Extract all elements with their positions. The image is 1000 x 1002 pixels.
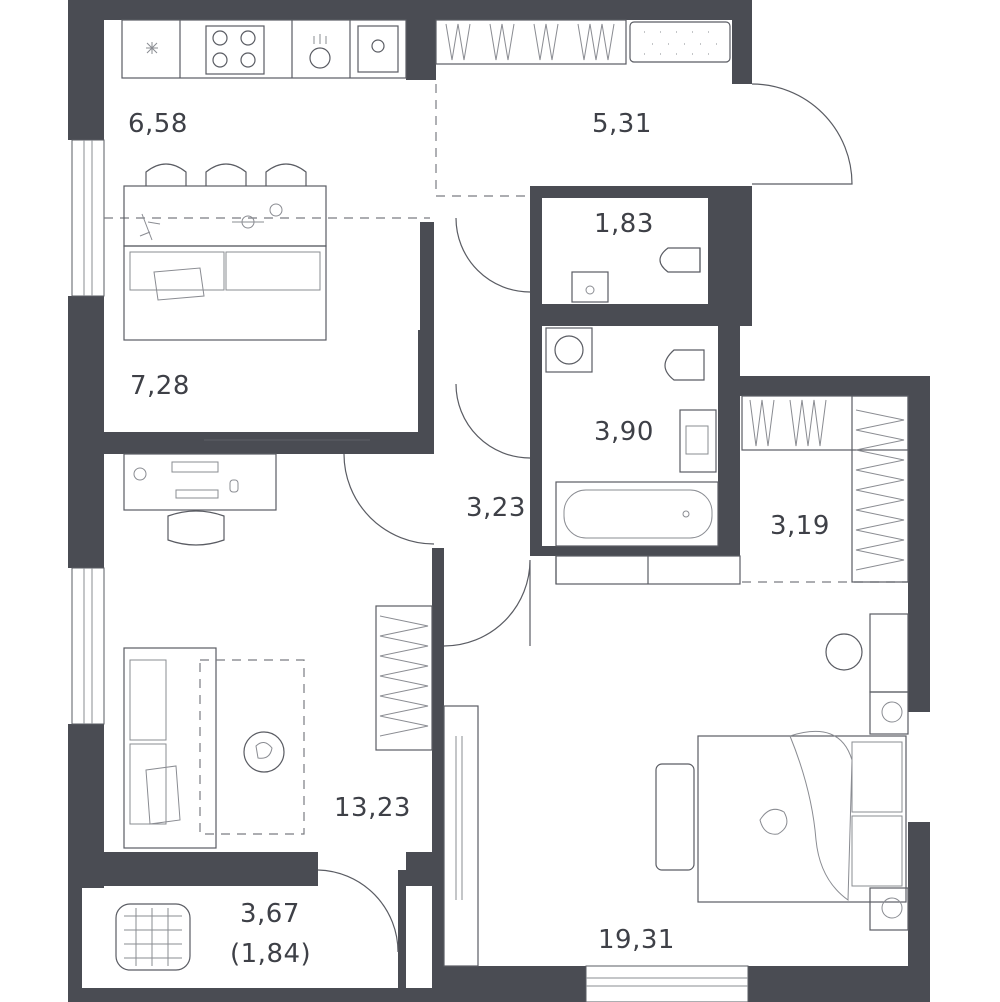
laundry-basket-icon (115, 903, 191, 971)
windows (71, 139, 749, 1002)
area-balcony-reduced: (1,84) (230, 939, 311, 969)
office-chair-icon (167, 510, 225, 546)
cat-icon (759, 808, 788, 835)
area-dining: 7,28 (130, 371, 190, 401)
kitchen-sink-icon (357, 25, 399, 73)
bathtub-icon (555, 481, 719, 547)
wardrobe-closet (741, 395, 909, 583)
sofa-icon (123, 647, 217, 849)
bed-icon (697, 730, 907, 903)
toilet-icon (664, 349, 705, 381)
hood-icon (309, 34, 331, 69)
washing-machine-icon (545, 327, 593, 373)
bedroom-furniture (443, 613, 909, 967)
area-wardrobe: 3,19 (770, 511, 830, 541)
toilet-icon (659, 247, 701, 273)
area-living-room: 13,23 (334, 793, 411, 823)
stove-icon (205, 25, 265, 75)
corridor-closet (375, 605, 433, 751)
dining-table-icon (123, 185, 327, 247)
kitchen-counter (121, 19, 407, 79)
walls (68, 0, 930, 1002)
rug-icon (199, 659, 305, 835)
area-kitchen: 6,58 (128, 109, 188, 139)
hall-wardrobe (435, 19, 731, 65)
chair-icon (145, 163, 307, 186)
area-bedroom: 19,31 (598, 925, 675, 955)
area-toilet: 1,83 (594, 209, 654, 239)
washbasin-icon (679, 409, 717, 473)
area-balcony-total: 3,67 (240, 899, 300, 929)
lamp-icon (881, 701, 903, 919)
area-labels: 6,58 5,31 1,83 7,28 3,90 3,23 3,19 13,23… (128, 109, 830, 969)
desk-icon (123, 453, 277, 511)
doors (317, 83, 853, 953)
sofa-icon (123, 245, 327, 341)
plant-icon (146, 42, 158, 54)
area-bathroom: 3,90 (594, 417, 654, 447)
zone-dividers (104, 84, 908, 583)
area-hall-upper: 5,31 (592, 109, 652, 139)
cat-icon (243, 731, 285, 773)
area-corridor: 3,23 (466, 493, 526, 523)
washbasin-icon (571, 271, 609, 303)
